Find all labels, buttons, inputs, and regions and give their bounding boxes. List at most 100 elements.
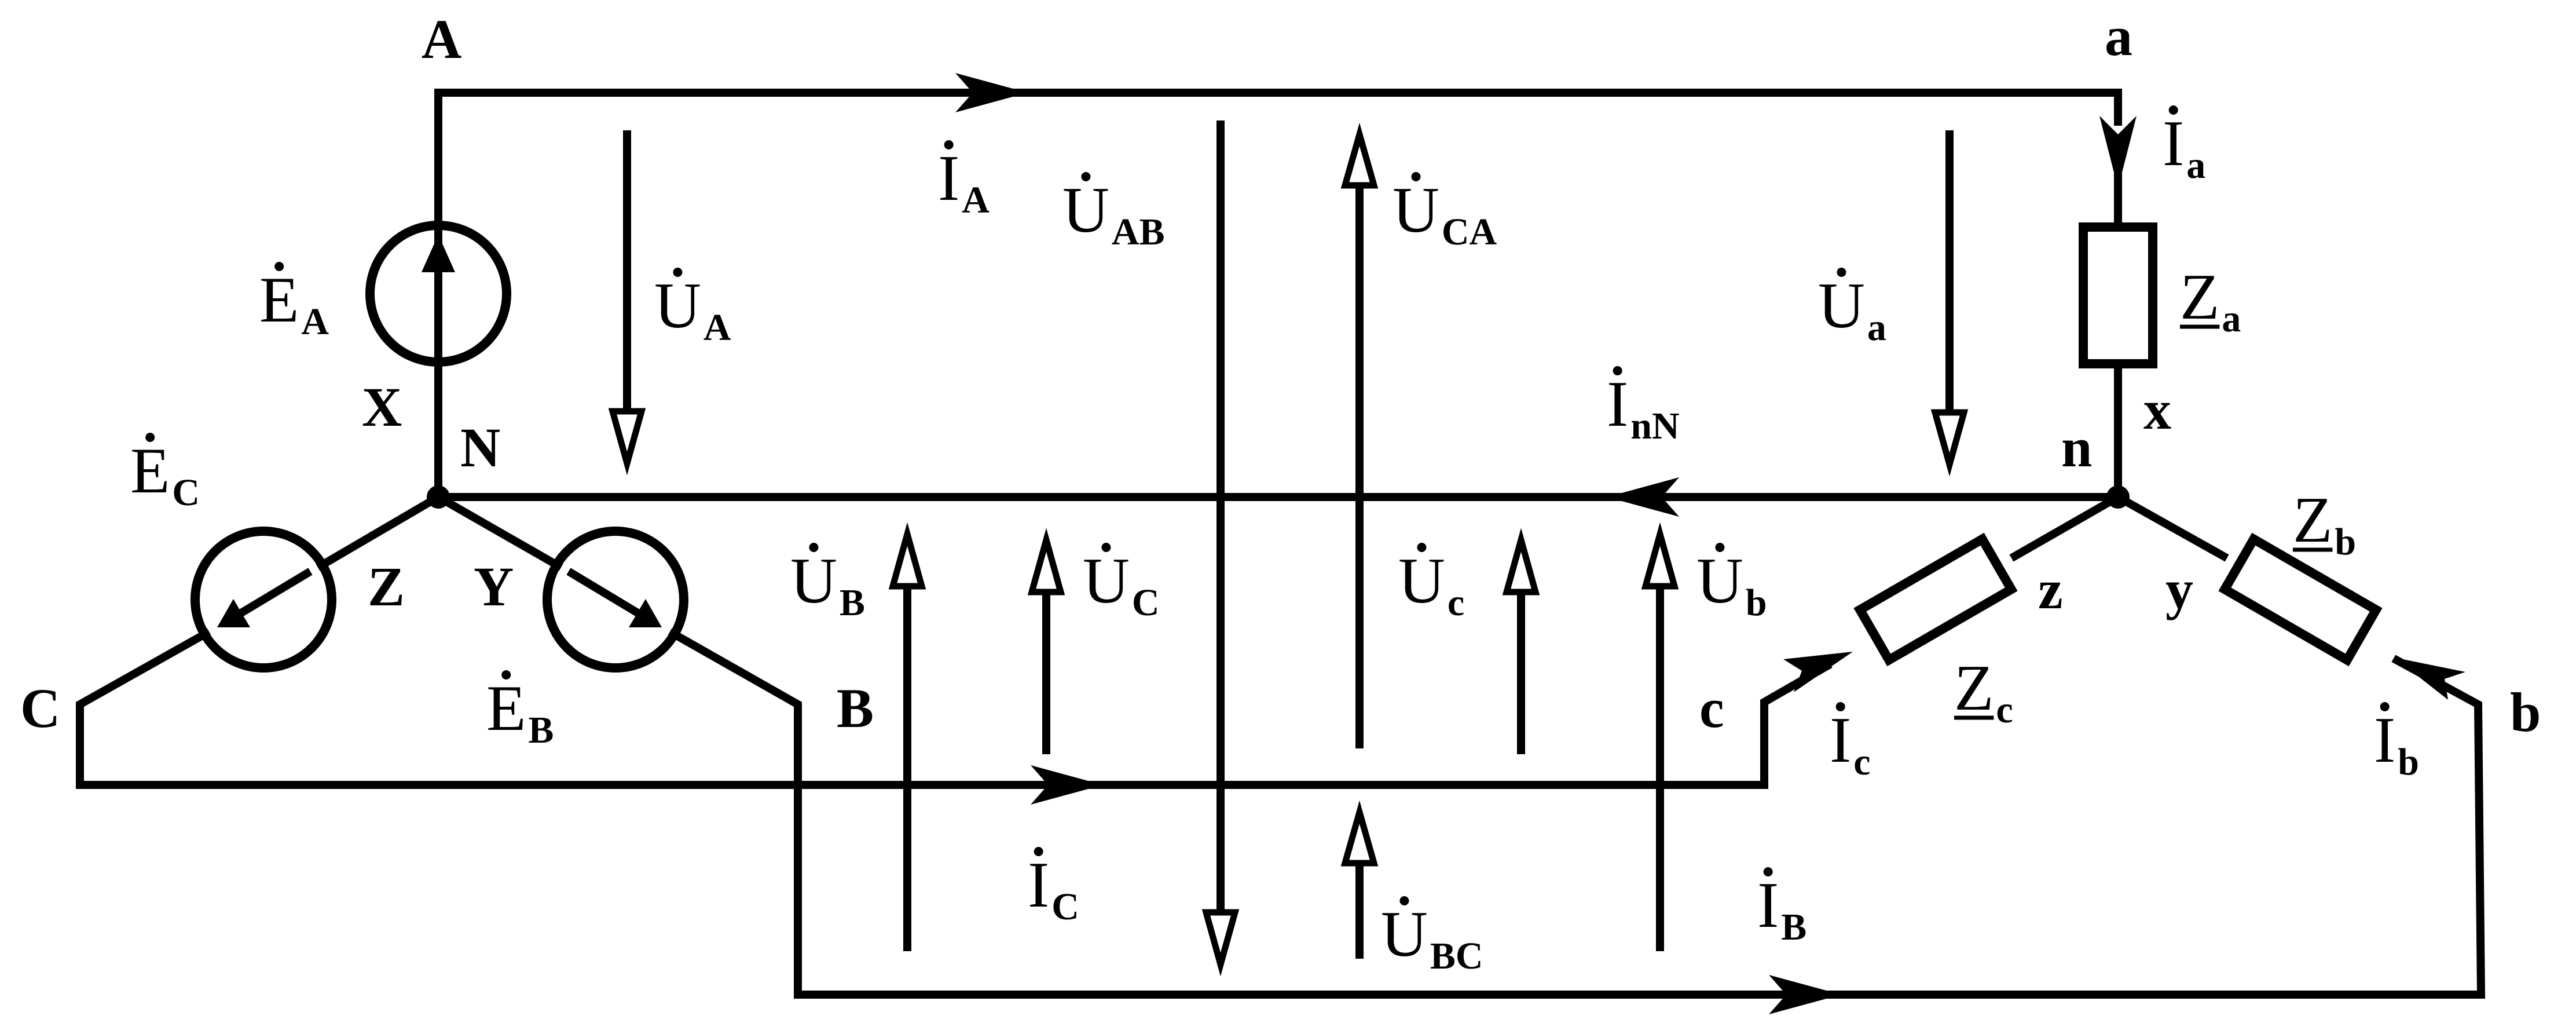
wire-line-B — [668, 628, 2486, 999]
label-E-C-main: E — [130, 435, 170, 507]
label-I-a-main: I — [2163, 108, 2184, 180]
arrow-I-A — [955, 73, 1028, 112]
wire-load-b — [2112, 491, 2229, 562]
label-I-b-phasor-dot — [2380, 702, 2390, 711]
label-I-B-main: I — [1757, 869, 1779, 941]
node-label-z: z — [2038, 558, 2063, 620]
label-U-CA-phasor-dot — [1411, 172, 1421, 181]
label-U-BC-phasor-dot — [1399, 896, 1409, 905]
wire-source-b — [433, 491, 563, 571]
arrow-I-B — [1769, 975, 1841, 1014]
label-U-AB-subscript: AB — [1112, 211, 1165, 253]
label-I-B-subscript: B — [1781, 906, 1807, 948]
impedance-Z-c — [1853, 532, 2018, 667]
label-U-A-phasor-dot — [673, 268, 683, 277]
node-N-dot — [427, 485, 450, 509]
label-I-b-main: I — [2374, 704, 2395, 776]
node-label-c: c — [1699, 677, 1724, 739]
label-U-B-subscript: B — [840, 582, 865, 624]
label-U-c-main: U — [1398, 545, 1445, 617]
wires — [76, 89, 2486, 999]
node-label-a: a — [2105, 5, 2132, 67]
label-I-nN-main: I — [1607, 368, 1628, 440]
label-U-a-phasor-dot — [1837, 268, 1846, 277]
node-label-y: y — [2165, 558, 2193, 620]
node-label-C: C — [20, 677, 60, 739]
label-U-c-phasor-dot — [1417, 543, 1427, 552]
arrow-I-C — [1031, 765, 1103, 805]
label-E-B-phasor-dot — [501, 670, 511, 679]
source-E-A — [365, 221, 511, 367]
label-E-A-main: E — [259, 264, 299, 336]
node-label-b: b — [2510, 681, 2541, 743]
wire-line-C — [76, 628, 1833, 789]
label-U-B-main: U — [790, 545, 837, 617]
node-n-dot — [2106, 485, 2130, 509]
node-label-X: X — [362, 376, 402, 438]
label-U-CA-subscript: CA — [1442, 211, 1497, 253]
label-I-A-main: I — [938, 143, 959, 214]
label-E-B-subscript: B — [528, 709, 554, 751]
label-Z-a-subscript: a — [2222, 298, 2241, 340]
node-label-Y: Y — [474, 556, 514, 618]
wire-source-c — [316, 491, 444, 571]
label-U-C-phasor-dot — [1101, 543, 1111, 552]
label-I-C-subscript: C — [1051, 886, 1079, 928]
label-I-a-phasor-dot — [2168, 105, 2178, 115]
arrow-I-nN — [1607, 477, 1679, 517]
label-Z-c-subscript: c — [1996, 689, 2013, 731]
label-U-c-subscript: c — [1448, 582, 1464, 624]
label-U-b-subscript: b — [1746, 582, 1767, 624]
label-I-c-subscript: c — [1853, 741, 1870, 783]
label-U-a-main: U — [1818, 270, 1865, 342]
label-E-C-phasor-dot — [145, 433, 155, 442]
label-I-a-subscript: a — [2186, 144, 2205, 187]
label-U-b-phasor-dot — [1715, 543, 1725, 552]
label-I-c-main: I — [1830, 704, 1851, 776]
label-U-CA-main: U — [1393, 174, 1439, 246]
label-Z-b-subscript: b — [2335, 521, 2356, 563]
node-label-N: N — [460, 416, 500, 478]
label-I-nN-subscript: nN — [1630, 405, 1679, 447]
arrow-I-a — [2099, 116, 2137, 188]
label-U-A-main: U — [654, 270, 701, 342]
label-U-C-subscript: C — [1132, 582, 1160, 624]
arrow-I-c — [1783, 652, 1853, 692]
arrow-I-b — [2394, 657, 2465, 700]
node-label-x: x — [2143, 379, 2171, 441]
label-I-B-phasor-dot — [1763, 867, 1773, 876]
label-I-A-subscript: A — [962, 179, 990, 221]
label-U-BC-main: U — [1381, 898, 1428, 970]
source-E-B — [543, 527, 688, 673]
label-U-A-subscript: A — [703, 306, 731, 349]
label-I-C-phasor-dot — [1034, 847, 1043, 856]
voltage-arrows — [608, 120, 1969, 977]
label-Z-c-main: Z — [1954, 652, 1994, 724]
impedance-Z-a — [2079, 222, 2157, 368]
node-label-Z: Z — [368, 556, 405, 618]
label-I-C-main: I — [1028, 849, 1049, 921]
label-E-B-main: E — [486, 673, 526, 744]
label-E-A-phasor-dot — [274, 262, 284, 271]
current-arrows — [955, 73, 2465, 1014]
